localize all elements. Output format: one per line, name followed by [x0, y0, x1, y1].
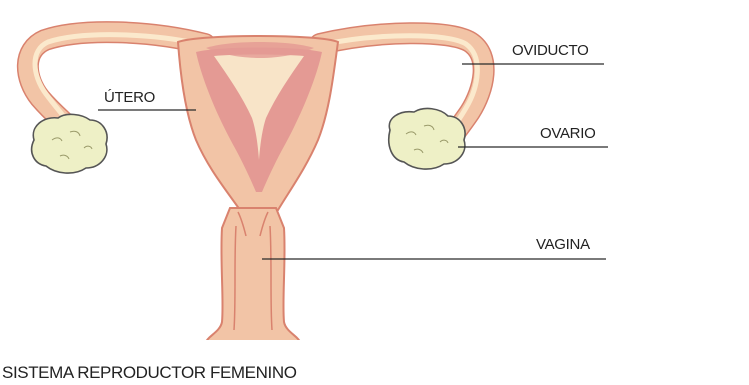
vagina-label: VAGINA [536, 236, 590, 253]
vagina [204, 208, 302, 344]
uterus [178, 36, 338, 210]
ovario-label: OVARIO [540, 125, 595, 142]
oviducto-label: OVIDUCTO [512, 42, 589, 59]
utero-label: ÚTERO [104, 89, 155, 106]
diagram-title: SISTEMA REPRODUCTOR FEMENINO [2, 363, 297, 382]
right-ovary [389, 109, 465, 170]
left-ovary [32, 114, 107, 173]
